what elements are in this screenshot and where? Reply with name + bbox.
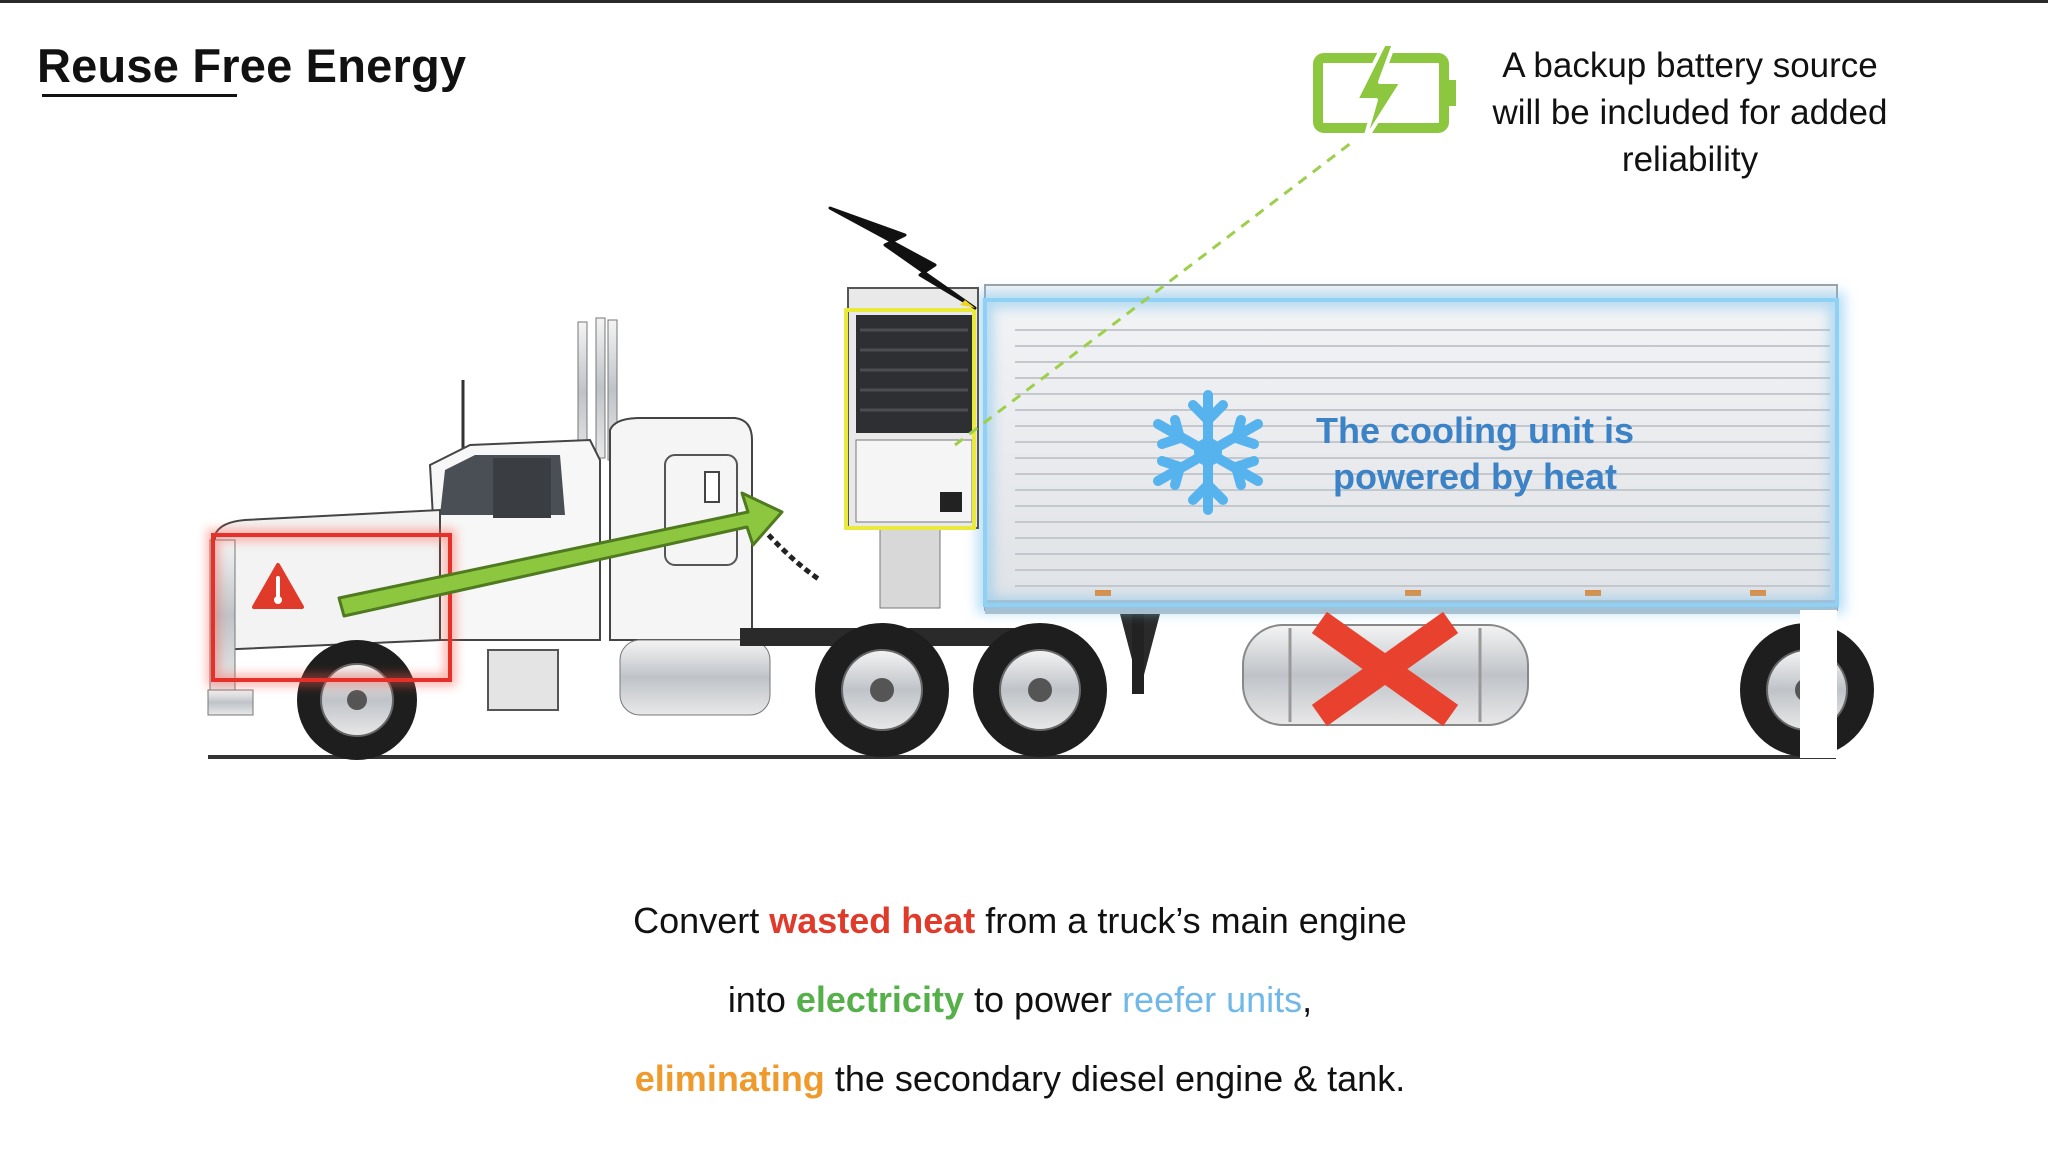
heat-warning-icon: [252, 563, 304, 609]
tagline-line2: into electricity to power reefer units,: [420, 979, 1620, 1021]
drive-wheel-2: [973, 623, 1107, 757]
tagline-text: from a truck’s main engine: [975, 900, 1407, 941]
battery-note: A backup battery source will be included…: [1455, 42, 1925, 183]
slide-title: Reuse Free Energy: [37, 39, 467, 92]
cooling-label-line2: powered by heat: [1332, 456, 1618, 497]
battery-note-line3: reliability: [1621, 140, 1759, 179]
reefer-cooling-unit: [844, 287, 979, 609]
title-underline: [42, 94, 237, 97]
energy-flow-arrow: [337, 491, 784, 618]
highlight-reefer-units: reefer units: [1122, 979, 1303, 1020]
cooling-label-line1: The cooling unit is: [1316, 410, 1634, 451]
highlight-eliminating: eliminating: [634, 1058, 825, 1099]
cross-out-icon: [1311, 611, 1459, 727]
tagline-text: the secondary diesel engine & tank.: [824, 1058, 1406, 1099]
reefer-trailer: [977, 284, 1845, 694]
trailer-rear-wheel: [1740, 610, 1874, 758]
tagline-text: Convert: [633, 900, 770, 941]
tagline-text: ,: [1302, 979, 1313, 1020]
engine-heat-box: [207, 529, 456, 686]
front-wheel: [297, 640, 417, 760]
battery-link-line: [954, 138, 1356, 447]
battery-note-line2: will be included for added: [1492, 93, 1888, 132]
tagline-text: into: [727, 979, 796, 1020]
tagline-line3: eliminating the secondary diesel engine …: [420, 1058, 1620, 1100]
battery-charging-icon: [1313, 42, 1456, 144]
drive-wheel-1: [815, 623, 949, 757]
tagline-text: to power: [963, 979, 1123, 1020]
highlight-wasted-heat: wasted heat: [769, 900, 976, 941]
tagline-line1: Convert wasted heat from a truck’s main …: [420, 900, 1620, 942]
lightning-bolt-icon: [828, 206, 977, 310]
battery-note-line1: A backup battery source: [1502, 46, 1878, 85]
top-border: [0, 0, 2048, 3]
cooling-label: The cooling unit is powered by heat: [1290, 408, 1660, 500]
snowflake-icon: [1153, 390, 1263, 515]
highlight-electricity: electricity: [795, 979, 964, 1020]
